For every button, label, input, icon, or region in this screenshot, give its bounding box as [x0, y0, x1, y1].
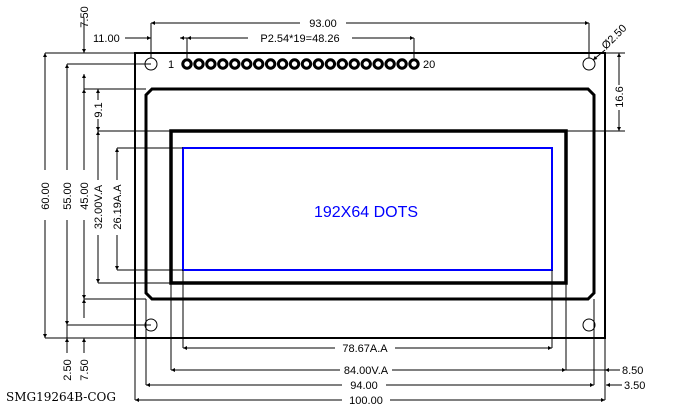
dim-bottom-lines: [134, 270, 622, 402]
dim-bezel-top-label: 9.1: [93, 102, 105, 117]
display-label: 192X64 DOTS: [314, 204, 418, 221]
dim-left-lines: [43, 18, 183, 353]
dim-hole-pitch-v-label: 55.00: [62, 182, 74, 210]
dim-pin-offset-label: 11.00: [93, 33, 120, 45]
dim-pin-pitch: [125, 36, 415, 58]
pin-pad: [336, 58, 349, 70]
pin-pad: [348, 58, 360, 70]
pin-pad: [193, 58, 205, 70]
pin-pad: [396, 58, 408, 70]
dim-outline-height-label: 60.00: [40, 182, 52, 210]
pin-pad: [205, 58, 217, 70]
pin-pad: [252, 58, 265, 70]
active-area: [182, 147, 553, 271]
dim-93: [150, 21, 590, 58]
dim-bottom-offset-label: 7.50: [79, 359, 91, 380]
pin-pad: [181, 58, 193, 70]
dim-bezel-height-label: 45.00: [79, 182, 91, 210]
dim-view-width-label: 84.00V.A: [344, 365, 389, 377]
dim-active-height-label: 26.19A.A: [112, 184, 124, 230]
dim-top-to-view-label: 16.6: [614, 86, 626, 107]
dim-outline-width-label: 100.00: [349, 395, 383, 407]
mounting-hole-br: [582, 318, 596, 332]
pin-pad: [360, 58, 372, 70]
pin-1-label: 1: [168, 59, 174, 71]
dim-bottom-hole-label: 2.50: [62, 359, 74, 380]
pin-pad: [229, 58, 241, 70]
pin-pad: [300, 58, 313, 70]
pin-pad: [288, 58, 301, 70]
pcb-outline: [134, 52, 606, 339]
pin-header: [181, 58, 420, 70]
dim-pin-pitch-label: P2.54*19=48.26: [260, 33, 339, 45]
pin-pad: [264, 58, 277, 70]
dim-view-height-label: 32.00V.A: [93, 184, 105, 229]
model-label: SMG19264B-COG: [6, 390, 116, 404]
dim-top-offset-label: 7.50: [79, 6, 91, 27]
pin-pad: [408, 58, 420, 70]
pin-pad: [324, 58, 337, 70]
pin-pad: [312, 58, 325, 70]
pin-pad: [217, 58, 229, 70]
pin-20-label: 20: [423, 59, 435, 71]
dim-right-lines: [566, 52, 625, 132]
pin-pad: [276, 58, 289, 70]
dim-bezel-offset-label: 3.50: [624, 380, 645, 392]
view-area: [169, 129, 568, 285]
dim-bezel-width-label: 94.00: [350, 380, 378, 392]
dim-93-label: 93.00: [309, 18, 337, 30]
dim-view-offset-label: 8.50: [622, 365, 643, 377]
dim-active-width-label: 78.67A.A: [342, 343, 388, 355]
bezel-outline: [144, 87, 596, 301]
pin-pad: [372, 58, 384, 70]
pin-pad: [384, 58, 396, 70]
dim-hole-diameter-label: Ø2.50: [600, 22, 630, 52]
pin-pad: [241, 58, 253, 70]
